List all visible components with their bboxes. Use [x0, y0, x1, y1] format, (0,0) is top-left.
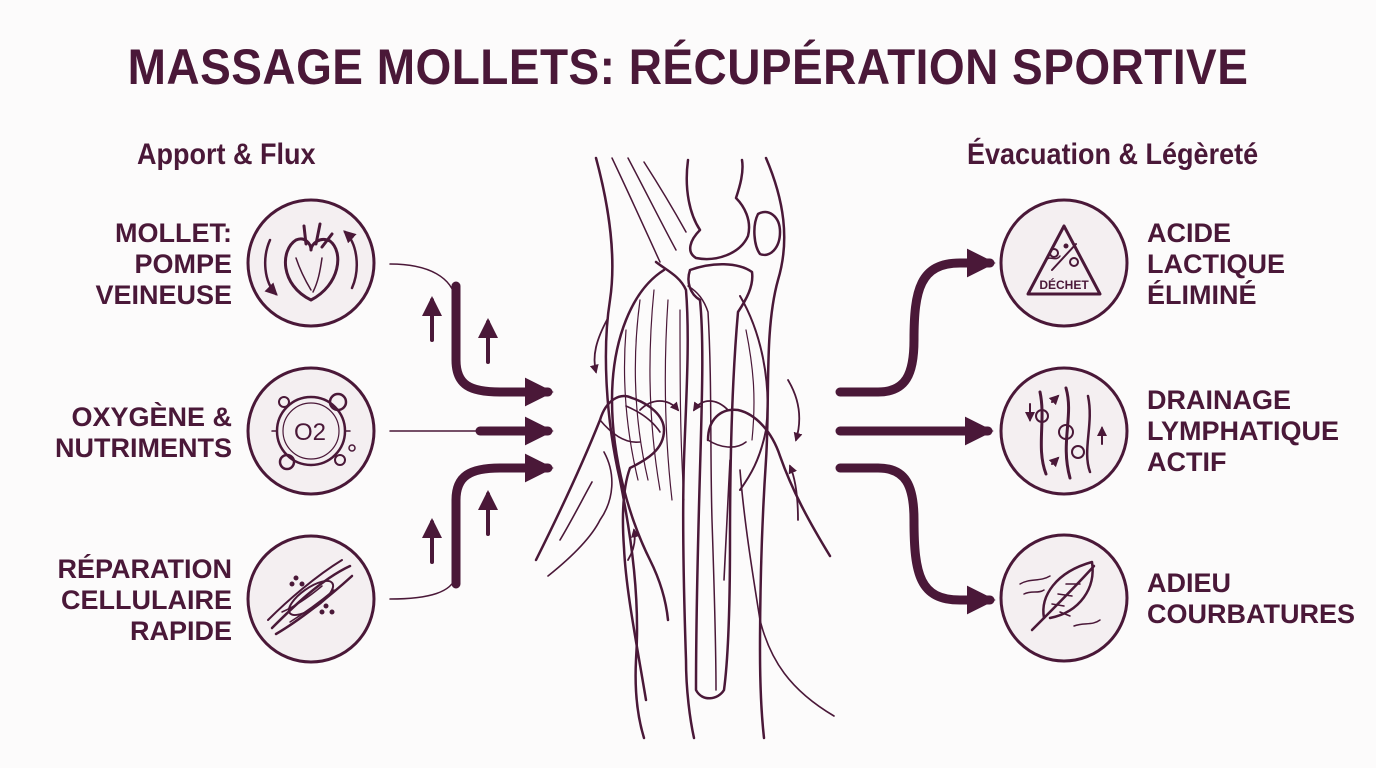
- right-flow-arrows: [835, 248, 996, 615]
- lymph-vessels-icon: [999, 366, 1129, 496]
- left-heading: Apport & Flux: [137, 138, 316, 171]
- oxygen-molecule-icon: [246, 366, 376, 496]
- heart-icon: [246, 198, 376, 328]
- label-oxygen-nutrients: OXYGÈNE &NUTRIMENTS: [55, 402, 232, 463]
- right-heading: Évacuation & Légèreté: [967, 138, 1259, 171]
- leg-illustration: [534, 156, 835, 740]
- oxygen-label: O2: [294, 419, 326, 446]
- muscle-fiber-icon: [246, 534, 376, 664]
- waste-triangle-icon: [999, 198, 1129, 328]
- page-title: MASSAGE MOLLETS: RÉCUPÉRATION SPORTIVE: [127, 39, 1249, 95]
- waste-label: DÉCHET: [1039, 277, 1089, 292]
- left-flow-arrows: [389, 263, 554, 600]
- feather-icon: [999, 533, 1129, 663]
